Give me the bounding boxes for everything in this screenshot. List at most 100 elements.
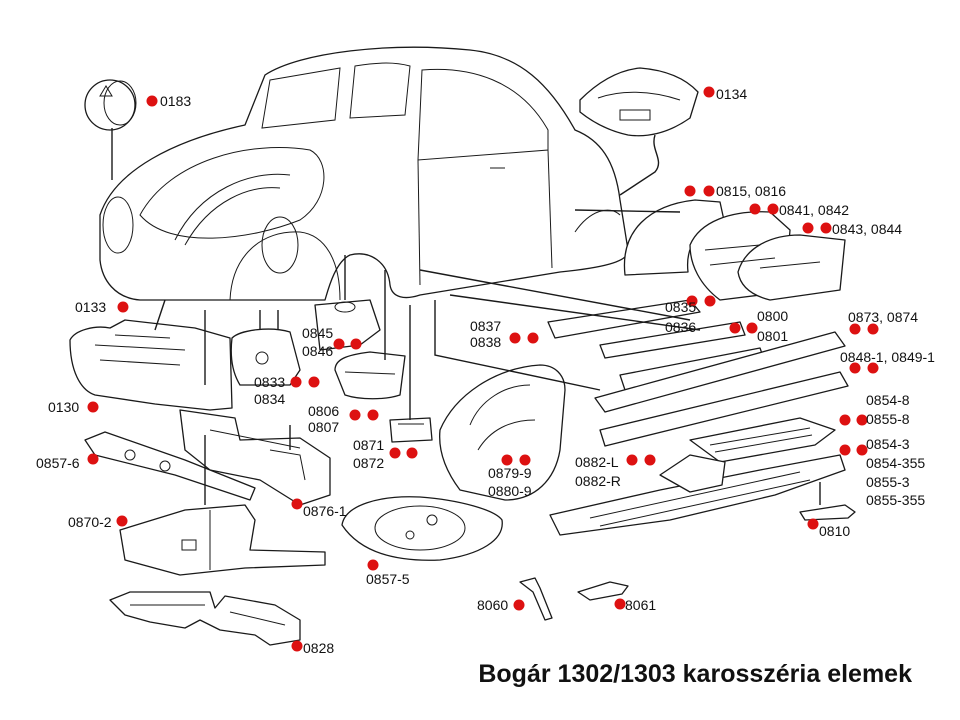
marker-dot [867, 323, 879, 335]
marker-dot [509, 332, 521, 344]
label-0835: 0835 [665, 299, 696, 315]
marker-dot [389, 447, 401, 459]
cross-member-drawing [84, 431, 256, 501]
marker-dot [146, 95, 158, 107]
label-0855-8: 0855-8 [866, 411, 910, 427]
marker-dot [350, 338, 362, 350]
marker-dot [684, 185, 696, 197]
marker-dot [87, 453, 99, 465]
label-0133: 0133 [75, 299, 106, 315]
floor-pan-drawing [549, 417, 846, 536]
marker-dot [849, 362, 861, 374]
front-frame-drawing [179, 409, 331, 506]
marker-dot [856, 414, 868, 426]
rear-inner-panels-drawing [623, 199, 846, 301]
marker-dot [87, 401, 99, 413]
marker-dot [849, 323, 861, 335]
front-inner-panel-drawing [314, 299, 381, 351]
marker-dot [626, 454, 638, 466]
label-0806: 0806 [308, 403, 339, 419]
label-0841-0842: 0841, 0842 [779, 202, 849, 218]
part-labels: 0183 0134 0815, 0816 0841, 0842 0843, 08… [36, 86, 935, 656]
marker-dot [729, 322, 741, 334]
marker-dot [686, 295, 698, 307]
marker-dot [290, 376, 302, 388]
label-0854-8: 0854-8 [866, 392, 910, 408]
label-0828: 0828 [303, 640, 334, 656]
label-0837: 0837 [470, 318, 501, 334]
marker-dot [644, 454, 656, 466]
part-markers [87, 86, 879, 652]
marker-dot [807, 518, 819, 530]
marker-dot [367, 559, 379, 571]
marker-dot [308, 376, 320, 388]
label-0838: 0838 [470, 334, 501, 350]
label-0882-L: 0882-L [575, 454, 619, 470]
label-0815-0816: 0815, 0816 [716, 183, 786, 199]
marker-dot [749, 203, 761, 215]
marker-dot [703, 185, 715, 197]
marker-dot [406, 447, 418, 459]
marker-dot [116, 515, 128, 527]
label-0833: 0833 [254, 374, 285, 390]
marker-dot [519, 454, 531, 466]
label-0848-0849: 0848-1, 0849-1 [840, 349, 935, 365]
headlight-bucket-drawing [84, 79, 137, 131]
label-0880-9: 0880-9 [488, 483, 532, 499]
marker-dot [704, 295, 716, 307]
label-0854-355: 0854-355 [866, 455, 925, 471]
label-0870-2: 0870-2 [68, 514, 112, 530]
marker-dot [703, 86, 715, 98]
spare-wheel-well-drawing [341, 496, 503, 561]
label-0183: 0183 [160, 93, 191, 109]
label-8061: 8061 [625, 597, 656, 613]
label-0855-3: 0855-3 [866, 474, 910, 490]
label-0871: 0871 [353, 437, 384, 453]
frame-head-drawing [119, 504, 326, 576]
marker-dot [501, 454, 513, 466]
small-parts-drawing [519, 504, 856, 621]
car-body-drawing [99, 46, 629, 301]
label-0857-5: 0857-5 [366, 571, 410, 587]
marker-dot [291, 640, 303, 652]
label-0834: 0834 [254, 391, 285, 407]
label-0854-3: 0854-3 [866, 436, 910, 452]
strut-tower-drawing [334, 351, 406, 400]
label-0801: 0801 [757, 328, 788, 344]
bracket-drawing [389, 417, 433, 443]
marker-dot [820, 222, 832, 234]
marker-dot [513, 599, 525, 611]
label-0836: 0836 [665, 319, 696, 335]
marker-dot [839, 414, 851, 426]
label-0810: 0810 [819, 523, 850, 539]
frame-plate-drawing [109, 591, 301, 646]
leader-arrows [111, 128, 821, 505]
marker-dot [333, 338, 345, 350]
label-0843-0844: 0843, 0844 [832, 221, 902, 237]
marker-dot [867, 362, 879, 374]
page-title: Bogár 1302/1303 karosszéria elemek [478, 660, 912, 688]
marker-dot [614, 598, 626, 610]
inner-fender-drawing [439, 364, 566, 501]
label-8060: 8060 [477, 597, 508, 613]
marker-dot [802, 222, 814, 234]
label-0845: 0845 [302, 325, 333, 341]
rear-apron-drawing [579, 67, 699, 137]
marker-dot [839, 444, 851, 456]
marker-dot [746, 322, 758, 334]
marker-dot [767, 203, 779, 215]
label-0800: 0800 [757, 308, 788, 324]
label-0134: 0134 [716, 86, 747, 102]
label-0872: 0872 [353, 455, 384, 471]
marker-dot [527, 332, 539, 344]
label-0855-355: 0855-355 [866, 492, 925, 508]
label-0846: 0846 [302, 343, 333, 359]
label-0876-1: 0876-1 [303, 503, 347, 519]
front-apron-drawing [69, 319, 233, 411]
label-0879-9: 0879-9 [488, 465, 532, 481]
label-0873-0874: 0873, 0874 [848, 309, 918, 325]
label-0857-6: 0857-6 [36, 455, 80, 471]
label-0882-R: 0882-R [575, 473, 621, 489]
marker-dot [367, 409, 379, 421]
